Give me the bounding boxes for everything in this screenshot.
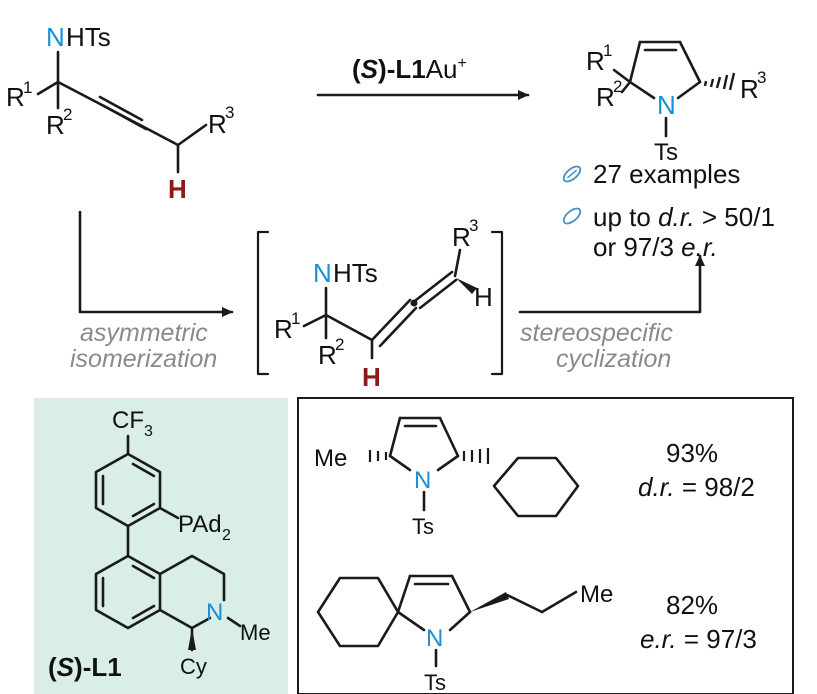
starting-material: N HTs R 1 R 2 R 3 H xyxy=(6,22,234,204)
product-r1: R xyxy=(586,46,605,76)
sm-r2: R xyxy=(46,110,65,140)
step2-line1: stereospecific xyxy=(520,319,673,347)
ex1-yield: 93% xyxy=(666,438,718,468)
reagent-label: (S)-L1Au+ xyxy=(352,54,467,84)
ligand-label: (S)-L1 xyxy=(48,652,122,682)
bracket-right xyxy=(490,230,504,376)
step1-line1: asymmetric xyxy=(80,319,208,347)
sm-h: H xyxy=(168,174,187,204)
product-r2: R xyxy=(596,82,615,112)
examples-box xyxy=(297,397,794,694)
example-2-structure: N Ts Me xyxy=(316,574,613,694)
sm-r3-sup: 3 xyxy=(225,103,234,122)
product-r1-sup: 1 xyxy=(603,41,612,60)
nhts-n: N xyxy=(46,22,65,52)
ex2-yield: 82% xyxy=(666,590,718,620)
clip-icon xyxy=(562,165,582,183)
ligand-cy: Cy xyxy=(180,654,207,679)
ligand-me: Me xyxy=(240,620,271,645)
ligand-cf3: CF xyxy=(112,407,144,434)
sm-r3: R xyxy=(208,109,227,139)
ex1-n: N xyxy=(414,467,431,494)
int-h2: H xyxy=(474,282,493,312)
ligand-cf3-sub: 3 xyxy=(144,423,153,440)
step1-line2: isomerization xyxy=(70,345,217,373)
int-nhts-n: N xyxy=(313,258,332,288)
ligand-n: N xyxy=(206,599,223,626)
ex1-me: Me xyxy=(314,445,347,472)
int-r2: R xyxy=(318,340,337,370)
product-n: N xyxy=(657,90,676,120)
ligand-panel xyxy=(34,398,288,694)
product-r2-sup: 2 xyxy=(613,77,622,96)
isomerization-arrow xyxy=(78,210,234,317)
product-r3-sup: 3 xyxy=(757,68,766,87)
int-h: H xyxy=(362,362,381,392)
svg-text:(S)-L1Au+: (S)-L1Au+ xyxy=(352,54,467,84)
int-nhts-rest: HTs xyxy=(333,258,378,288)
int-r1: R xyxy=(274,314,293,344)
ligand-pad-sub: 2 xyxy=(222,527,231,544)
examples-count: 27 examples xyxy=(593,159,740,189)
sm-r1: R xyxy=(6,82,25,112)
product-r3: R xyxy=(740,74,759,104)
int-r3-sup: 3 xyxy=(469,216,478,235)
product-ts: Ts xyxy=(654,139,678,166)
ex2-ts: Ts xyxy=(424,670,446,694)
product-pyrroline: N Ts R 1 R 2 R 3 xyxy=(586,40,766,166)
sm-r2-sup: 2 xyxy=(63,105,72,124)
ligand-pad: PAd xyxy=(178,511,222,538)
int-r1-sup: 1 xyxy=(291,309,300,328)
ligand-structure: CF 3 PAd 2 N Me Cy xyxy=(94,407,271,679)
allene-intermediate: N HTs R 1 R 2 H R 3 H xyxy=(256,216,504,392)
cyclization-arrow xyxy=(518,254,705,314)
example-1-structure: N Ts Me xyxy=(314,416,580,539)
bracket-left xyxy=(256,230,270,376)
nhts-rest: HTs xyxy=(66,22,111,52)
clip-icon xyxy=(562,207,582,225)
selectivity-line1: up to d.r. > 50/1 xyxy=(593,202,775,232)
ex1-ratio: d.r. = 98/2 xyxy=(638,472,755,502)
sm-r1-sup: 1 xyxy=(23,78,32,97)
int-r3: R xyxy=(452,222,471,252)
ex2-me: Me xyxy=(580,581,613,608)
ex1-ts: Ts xyxy=(412,514,434,539)
ex2-ratio: e.r. = 97/3 xyxy=(640,624,757,654)
step2-line2: cyclization xyxy=(556,345,671,373)
ex2-n: N xyxy=(426,625,443,652)
int-r2-sup: 2 xyxy=(335,335,344,354)
